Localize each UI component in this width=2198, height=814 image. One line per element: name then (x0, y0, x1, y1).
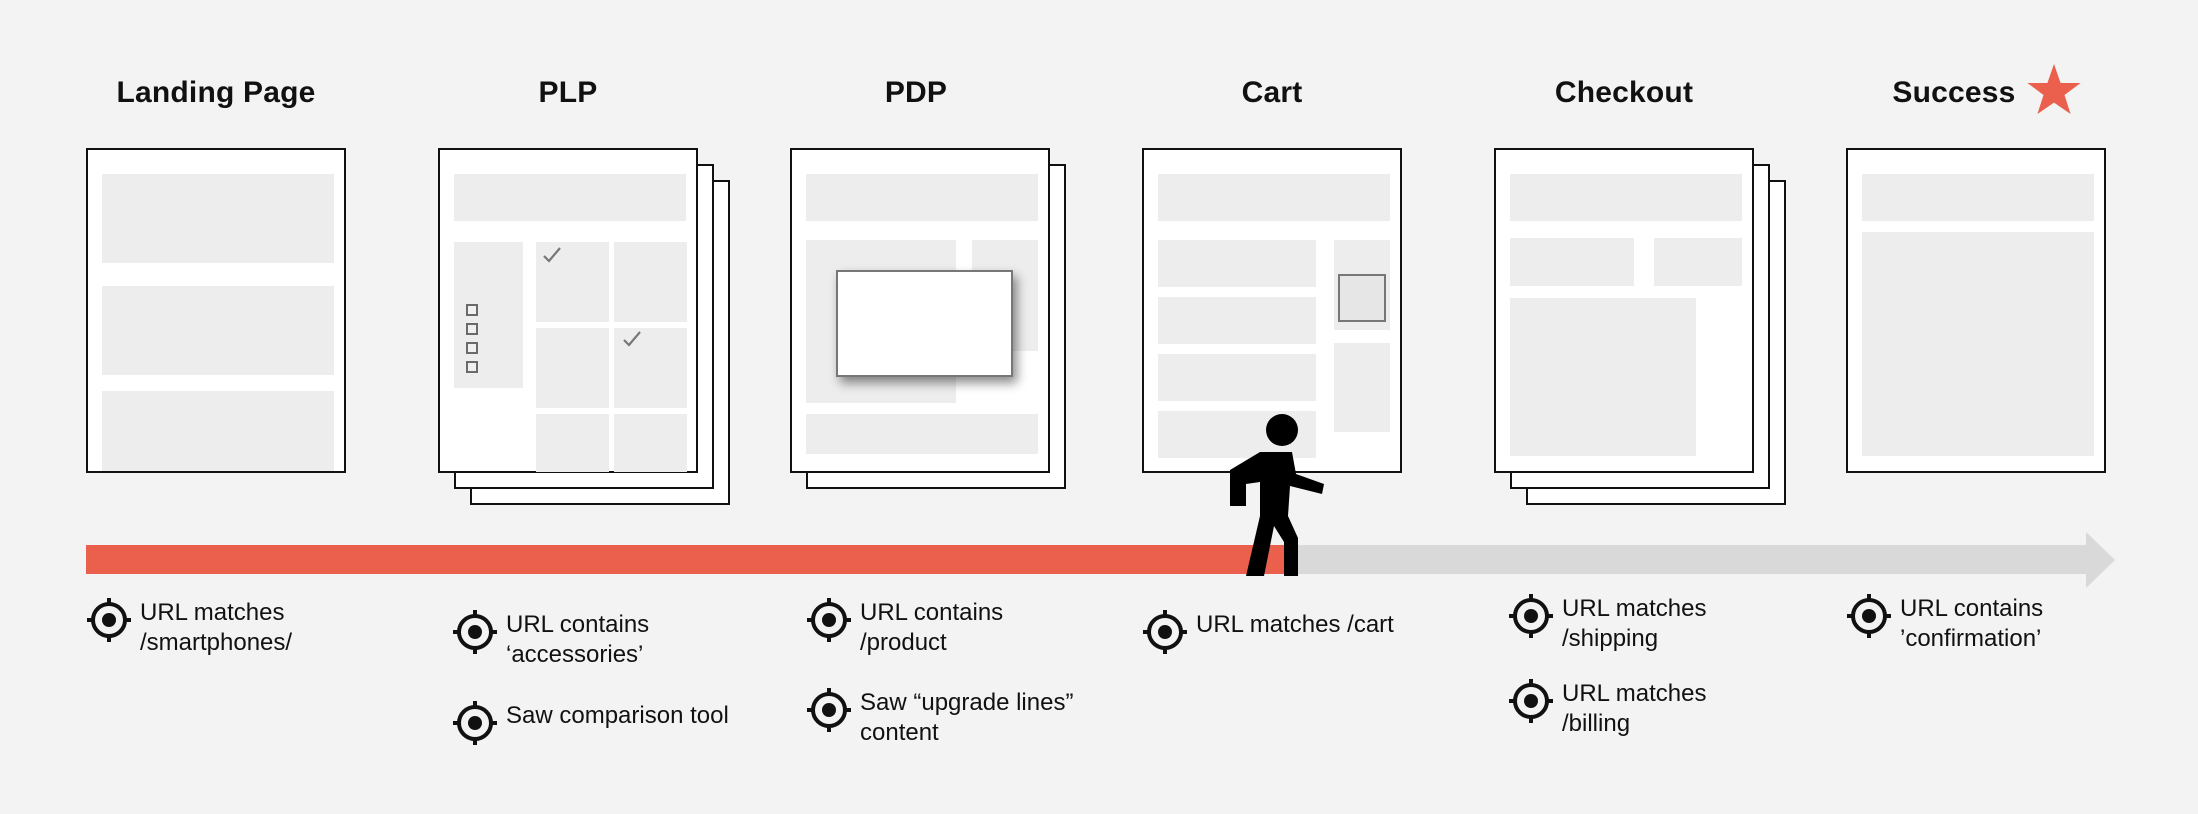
criterion-item: URL matches /billing (1508, 679, 1707, 739)
target-icon (453, 701, 497, 745)
filter-panel (454, 242, 523, 388)
cart-item-thumbnail (1338, 274, 1386, 322)
product-tile (536, 328, 609, 408)
criterion-item: URL contains /product (806, 598, 1003, 658)
target-icon (1509, 594, 1553, 638)
stage-title-pdp: PDP (884, 76, 948, 109)
criterion-text: Saw “upgrade lines” content (860, 689, 1074, 746)
header-block (806, 174, 1038, 221)
header-block (1158, 174, 1390, 221)
progress-completed (86, 545, 1298, 574)
header-block (1510, 174, 1742, 221)
target-icon (807, 688, 851, 732)
form-field-block (1510, 238, 1634, 286)
product-tile (614, 414, 687, 472)
target-icon (87, 598, 131, 642)
criterion-item: Saw comparison tool (452, 701, 729, 746)
criterion-text: URL contains /product (860, 599, 1004, 656)
stage-title-plp: PLP (538, 76, 598, 109)
target-icon (453, 610, 497, 654)
walking-person-icon (1230, 414, 1324, 576)
cart-summary-block (1334, 343, 1390, 432)
criterion-item: URL matches /cart (1142, 610, 1394, 655)
confirmation-block (1862, 232, 2094, 456)
checkmark-icon (543, 247, 561, 263)
checkout-wireframe (1494, 148, 1754, 473)
plp-wireframe (438, 148, 698, 473)
criterion-item: Saw “upgrade lines” content (806, 688, 1073, 748)
pdp-wireframe (790, 148, 1050, 473)
target-icon (807, 598, 851, 642)
criterion-text: Saw comparison tool (506, 702, 729, 729)
star-icon (2027, 64, 2081, 114)
stage-title-checkout: Checkout (1554, 76, 1694, 109)
form-field-block (1654, 238, 1742, 286)
content-block (102, 391, 334, 471)
content-block (102, 286, 334, 375)
criterion-text: URL contains ’confirmation’ (1900, 595, 2044, 652)
criterion-item: URL matches /smartphones/ (86, 598, 292, 658)
filter-checkbox (466, 304, 478, 316)
landing-page-wireframe (86, 148, 346, 473)
progress-arrow-head (2086, 532, 2115, 588)
header-block (454, 174, 686, 221)
criterion-text: URL matches /cart (1196, 611, 1394, 638)
progress-remaining (1298, 545, 2086, 574)
criterion-item: URL contains ’confirmation’ (1846, 594, 2043, 654)
success-wireframe (1846, 148, 2106, 473)
upgrade-lines-modal (836, 270, 1013, 377)
stage-title-cart: Cart (1241, 76, 1303, 109)
cart-line-item (1158, 240, 1316, 287)
target-icon (1143, 610, 1187, 654)
form-body-block (1510, 298, 1696, 456)
product-tile (536, 242, 609, 322)
cart-line-item (1158, 354, 1316, 401)
criterion-text: URL matches /smartphones/ (140, 599, 293, 656)
stage-title-success: Success (1892, 76, 2016, 109)
header-block (1862, 174, 2094, 221)
checkmark-icon (623, 331, 641, 347)
target-icon (1509, 679, 1553, 723)
hero-block (102, 174, 334, 263)
product-tile (536, 414, 609, 472)
filter-checkbox (466, 342, 478, 354)
criterion-item: URL contains ‘accessories’ (452, 610, 649, 670)
product-tile (614, 242, 687, 322)
criterion-text: URL contains ‘accessories’ (506, 611, 650, 668)
filter-checkbox (466, 361, 478, 373)
filter-checkbox (466, 323, 478, 335)
stage-title-landing-page: Landing Page (116, 76, 316, 109)
criterion-text: URL matches /shipping (1562, 595, 1707, 652)
criterion-text: URL matches /billing (1562, 680, 1707, 737)
footer-block (806, 414, 1038, 454)
criterion-item: URL matches /shipping (1508, 594, 1707, 654)
cart-line-item (1158, 297, 1316, 344)
target-icon (1847, 594, 1891, 638)
